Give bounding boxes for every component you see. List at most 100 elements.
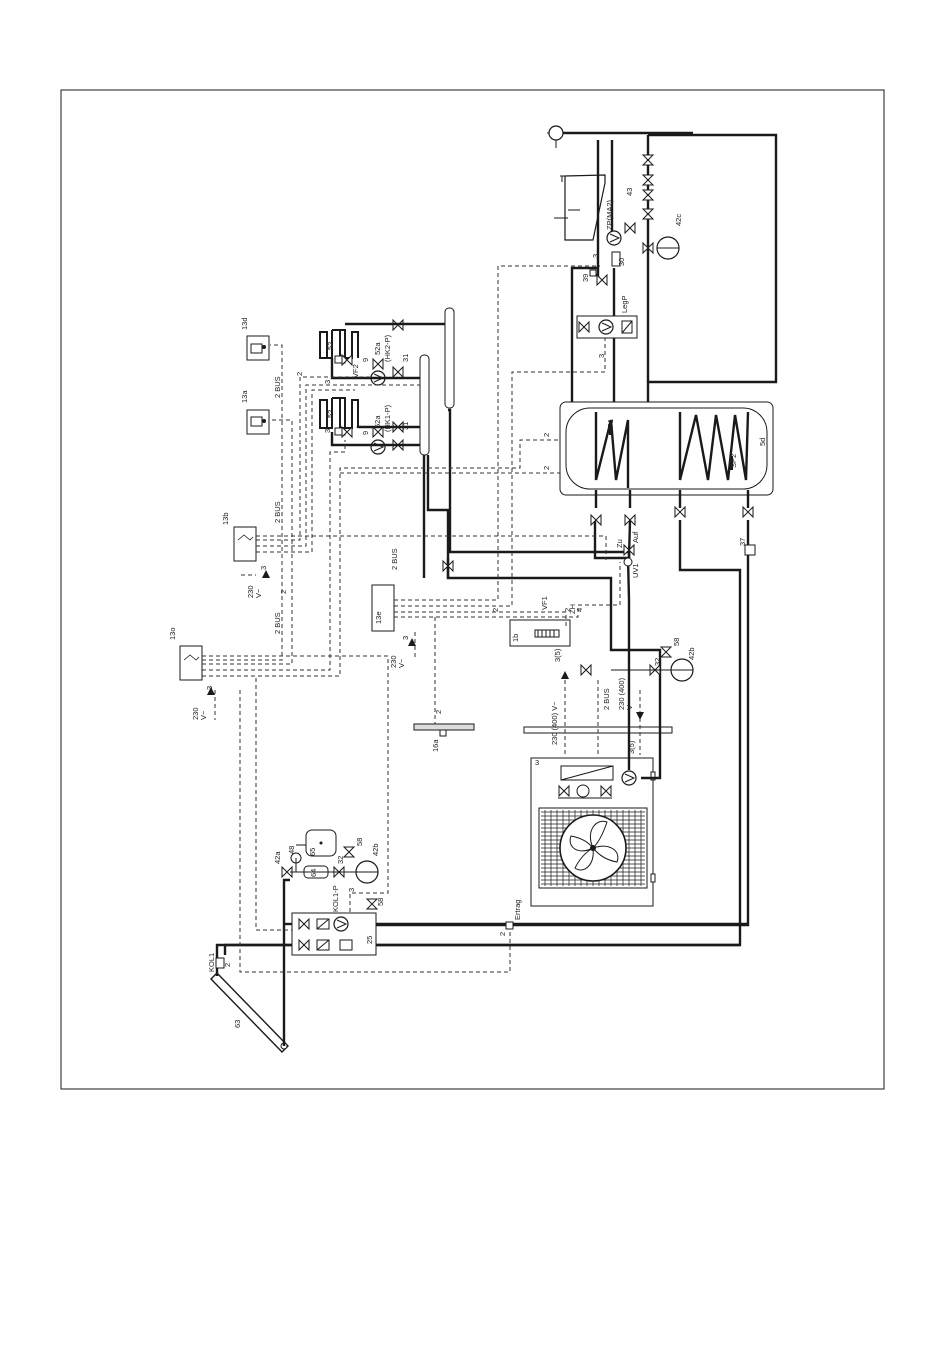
svg-text:39: 39 xyxy=(581,274,590,282)
svg-text:2 BUS: 2 BUS xyxy=(273,612,282,634)
svg-text:2: 2 xyxy=(295,372,304,376)
svg-text:13o: 13o xyxy=(168,627,177,640)
svg-text:52a: 52a xyxy=(373,342,382,355)
svg-text:37: 37 xyxy=(738,538,747,546)
svg-text:LegP: LegP xyxy=(620,295,629,313)
svg-text:3(5): 3(5) xyxy=(627,740,636,754)
label-65: 65 xyxy=(308,848,317,856)
heating-circuit-hk2: 52 52a 9 (HK2-P) 31 VF2 xyxy=(319,319,448,386)
svg-text:2 BUS: 2 BUS xyxy=(390,548,399,570)
cold-water-inlet: 43 42c xyxy=(624,154,683,260)
svg-text:3: 3 xyxy=(323,380,332,384)
solar-station-25: 25 KOL1-P xyxy=(225,885,748,956)
diagram-frame xyxy=(60,89,885,1090)
svg-text:3: 3 xyxy=(591,254,600,258)
svg-text:230 (400): 230 (400) xyxy=(617,677,626,710)
controller-13d: 13d xyxy=(240,317,270,361)
svg-text:2: 2 xyxy=(434,710,443,714)
label-3: 3 xyxy=(535,758,539,767)
svg-text:52a: 52a xyxy=(373,415,382,428)
safety-group-right: 32 58 42b xyxy=(580,638,696,682)
svg-text:VF1: VF1 xyxy=(540,596,549,610)
svg-text:ZP(MA2): ZP(MA2) xyxy=(605,199,614,230)
svg-text:13d: 13d xyxy=(240,317,249,330)
controller-13e: 13e xyxy=(371,584,395,632)
label-63: 63 xyxy=(233,1020,242,1028)
svg-text:32: 32 xyxy=(653,658,662,666)
label-42b-left: 42b xyxy=(371,843,380,856)
safety-group-left: 65 64 42a 48 32 58 42b 58 xyxy=(273,829,385,910)
svg-text:230: 230 xyxy=(389,655,398,668)
label-42a: 42a xyxy=(273,851,282,864)
svg-text:3: 3 xyxy=(323,429,332,433)
switching-valve-uv1: UV1 Auf Zu xyxy=(615,531,640,578)
svg-text:(HK2-P): (HK2-P) xyxy=(383,334,392,362)
svg-text:25: 25 xyxy=(365,936,374,944)
svg-text:58: 58 xyxy=(672,638,681,646)
storage-tank-5d: SP1 SP2 5d xyxy=(559,401,774,508)
svg-text:31: 31 xyxy=(401,422,410,430)
svg-text:13b: 13b xyxy=(221,512,230,525)
label-5d: 5d xyxy=(758,438,767,446)
svg-text:2: 2 xyxy=(542,433,551,437)
svg-text:2 BUS: 2 BUS xyxy=(602,688,611,710)
label-sp2: SP2 xyxy=(729,454,738,468)
svg-text:VF2: VF2 xyxy=(351,364,360,378)
controller-13b: 13b xyxy=(221,512,257,562)
svg-text:(HK1-P): (HK1-P) xyxy=(383,404,392,432)
solar-collector-63: 63 KOL1 xyxy=(207,878,290,1053)
svg-text:32: 32 xyxy=(336,856,345,864)
svg-text:230 (400) V~: 230 (400) V~ xyxy=(550,701,559,745)
svg-text:52: 52 xyxy=(326,410,335,418)
svg-text:V~: V~ xyxy=(199,710,208,720)
svg-text:3: 3 xyxy=(259,566,268,570)
svg-text:13e: 13e xyxy=(374,611,383,624)
svg-text:V~: V~ xyxy=(625,700,634,710)
svg-text:Ertrag: Ertrag xyxy=(513,900,522,920)
heat-pump-unit: 3 xyxy=(530,757,656,907)
label-42b-right: 42b xyxy=(687,647,696,660)
svg-text:58: 58 xyxy=(355,838,364,846)
svg-text:2: 2 xyxy=(491,608,500,612)
svg-text:30: 30 xyxy=(617,258,626,266)
svg-text:3(5): 3(5) xyxy=(553,648,562,662)
svg-text:3: 3 xyxy=(347,888,356,892)
svg-text:64: 64 xyxy=(309,869,318,877)
svg-text:ZH: ZH xyxy=(568,604,577,614)
heat-pump-pipes xyxy=(426,408,662,780)
svg-text:48: 48 xyxy=(287,846,296,854)
svg-text:3: 3 xyxy=(597,354,606,358)
svg-text:31: 31 xyxy=(401,354,410,362)
svg-text:13a: 13a xyxy=(240,390,249,403)
label-kol1: KOL1 xyxy=(207,953,216,972)
svg-text:2: 2 xyxy=(223,963,232,967)
svg-text:2: 2 xyxy=(563,608,572,612)
svg-text:KOL1-P: KOL1-P xyxy=(331,885,340,912)
wiring xyxy=(202,265,641,973)
svg-text:2: 2 xyxy=(279,590,288,594)
svg-text:58: 58 xyxy=(376,898,385,906)
heating-circuit-hk1: 52 52a 9 (HK1-P) 31 xyxy=(319,397,420,455)
svg-text:2 BUS: 2 BUS xyxy=(273,501,282,523)
svg-text:2: 2 xyxy=(542,466,551,470)
svg-text:2 BUS: 2 BUS xyxy=(273,376,282,398)
svg-text:4: 4 xyxy=(575,608,584,612)
svg-text:Zu: Zu xyxy=(615,539,624,548)
svg-text:43: 43 xyxy=(625,188,634,196)
svg-text:52: 52 xyxy=(326,342,335,350)
controller-13o: 13o xyxy=(168,627,203,681)
label-sp1: SP1 xyxy=(606,419,615,433)
electric-heater-1b: 1b VF1 ZH xyxy=(509,596,577,647)
svg-text:V~: V~ xyxy=(397,658,406,668)
legionella-pump-group: LegP xyxy=(576,295,638,339)
svg-text:230: 230 xyxy=(191,707,200,720)
dhw-circulation-group: ZP(MA2) 30 39 3 xyxy=(547,125,626,286)
svg-text:2: 2 xyxy=(498,932,507,936)
controller-13a: 13a xyxy=(240,390,270,435)
svg-text:V~: V~ xyxy=(254,588,263,598)
label-1b: 1b xyxy=(511,634,520,642)
svg-text:9: 9 xyxy=(361,431,370,435)
svg-text:3: 3 xyxy=(401,636,410,640)
wiring-labels: 2 BUS 2 BUS 2 BUS 2 BUS 2 BUS 230 V~ 230… xyxy=(191,354,636,967)
svg-text:9: 9 xyxy=(361,358,370,362)
